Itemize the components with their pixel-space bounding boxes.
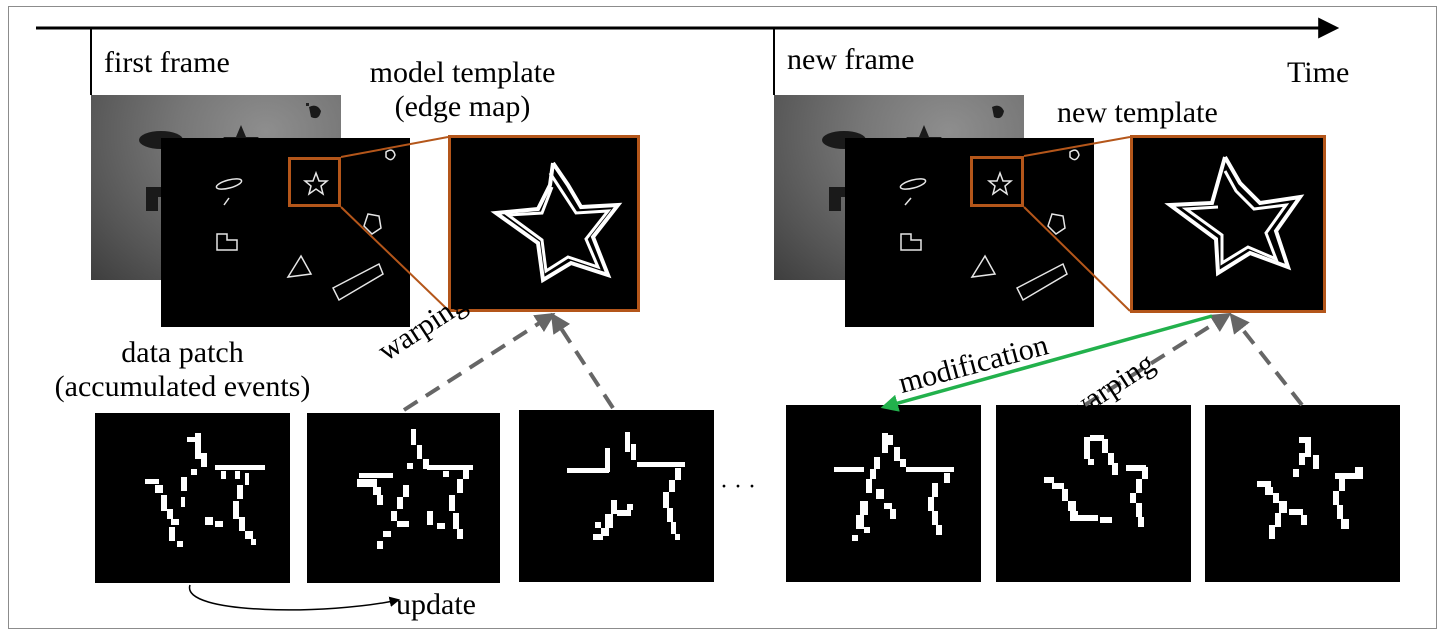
warping-arrow-right [1083, 312, 1232, 407]
template-crop-box-left [288, 157, 341, 207]
warping-arrow-left [402, 312, 556, 412]
time-label: Time [1287, 56, 1350, 89]
data-patch-3 [519, 410, 714, 582]
dashed-arrow-patch6 [1229, 312, 1304, 407]
template-zoom-border-left [448, 135, 640, 312]
new-template-edge-map [845, 138, 1094, 327]
model-template-zoom [448, 135, 640, 312]
data-patch-1 [95, 413, 290, 583]
model-template-label-line1: model template [369, 56, 556, 89]
edge-map-shapes [215, 149, 396, 302]
update-arrow [189, 584, 401, 611]
model-template-label: model template (edge map) [350, 56, 575, 124]
events-star-5 [1044, 435, 1148, 527]
data-patch-5 [996, 405, 1191, 582]
zoom-line-left-bottom [340, 206, 449, 311]
zoom-line-right-top [1023, 136, 1131, 157]
zoom-line-right-bottom [1023, 206, 1131, 312]
new-template-zoom [1130, 135, 1326, 313]
update-label: update [396, 588, 476, 621]
template-star-right [1164, 156, 1305, 277]
new-template-label: new template [1057, 96, 1218, 129]
zoom-line-left-top [340, 136, 449, 158]
template-crop-box-right [970, 156, 1024, 207]
new-edge-map-shapes [899, 149, 1080, 302]
first-frame-label: first frame [104, 46, 230, 79]
data-patch-label-line1: data patch [121, 336, 244, 369]
data-patch-label-line2: (accumulated events) [54, 370, 311, 403]
data-patch-4 [786, 405, 981, 582]
modification-arrow [880, 314, 1213, 412]
template-zoom-border-right [1130, 135, 1326, 313]
events-star-2 [357, 429, 473, 549]
dashed-arrow-patch3 [550, 312, 615, 410]
model-template-label-line2: (edge map) [394, 90, 531, 123]
new-frame-label: new frame [787, 43, 915, 76]
figure-border [8, 6, 1437, 629]
template-star-left [490, 161, 623, 284]
ellipsis-label: · · · [720, 474, 756, 500]
events-star-6 [1257, 437, 1363, 539]
events-star-3 [567, 432, 685, 540]
events-star-4 [834, 433, 954, 541]
data-patch-2 [307, 413, 500, 583]
events-star-1 [145, 433, 265, 547]
data-patch-label: data patch (accumulated events) [30, 336, 335, 404]
data-patch-6 [1205, 405, 1400, 582]
